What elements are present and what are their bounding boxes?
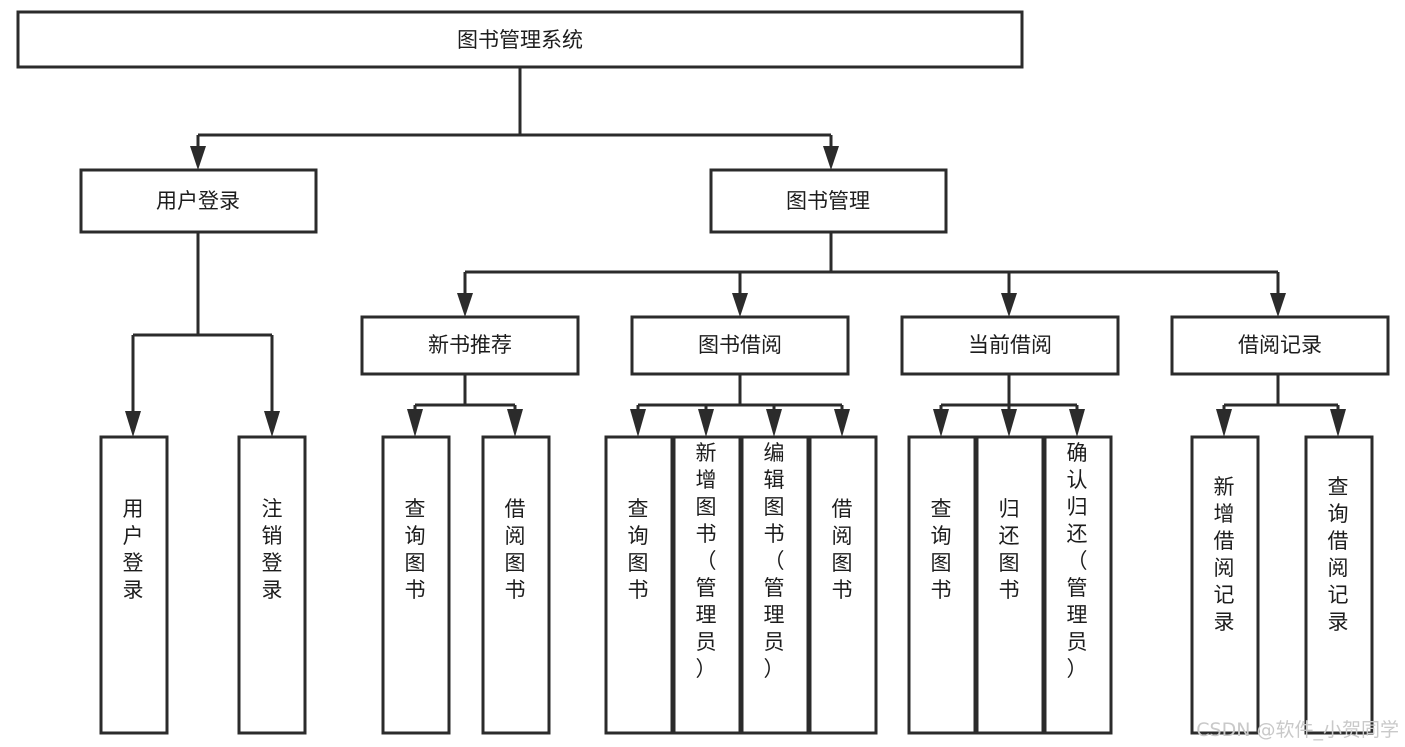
leaf-current-borrow-return[interactable]: 归还图书 [975,435,1045,735]
node-root-label: 图书管理系统 [457,28,583,52]
leaf-new-book-query-label: 查询图书 [405,497,426,602]
leaf-book-borrow-query-label: 查询图书 [628,497,649,602]
arrowhead-book-borrow-leaf1 [630,409,646,437]
leaf-borrow-record-query-box [1304,435,1374,735]
leaf-book-borrow-add[interactable]: 新增图书（管理员） [672,435,742,735]
arrowhead-book-management [823,146,839,170]
node-book-borrow-label: 图书借阅 [698,333,782,357]
leaf-book-borrow-edit-label: 编辑图书（管理员） [764,441,785,681]
arrowhead-book-borrow-leaf2 [698,409,714,437]
leaf-new-book-borrow-box [481,435,551,735]
leaf-borrow-record-query[interactable]: 查询借阅记录 [1304,435,1374,735]
node-new-book-recommend-box [360,315,580,376]
leaf-user-login-login-box [99,435,169,735]
arrowhead-borrow-record [1270,293,1286,317]
leaf-new-book-query[interactable]: 查询图书 [381,435,451,735]
arrowhead-current-borrow-leaf3 [1069,409,1085,437]
leaf-book-borrow-edit-box [740,435,810,735]
leaf-current-borrow-return-label: 归还图书 [999,497,1020,602]
arrowhead-book-borrow [732,293,748,317]
leaf-book-borrow-add-label: 新增图书（管理员） [696,441,717,681]
leaf-new-book-query-box [381,435,451,735]
arrowhead-book-borrow-leaf3 [766,409,782,437]
node-book-borrow-box [630,315,850,376]
leaf-borrow-record-add[interactable]: 新增借阅记录 [1190,435,1260,735]
leaf-new-book-borrow-label: 借阅图书 [505,497,526,602]
leaf-book-borrow-borrow-box [808,435,878,735]
leaf-book-borrow-add-box [672,435,742,735]
leaf-current-borrow-confirm[interactable]: 确认归还（管理员） [1043,435,1113,735]
arrowhead-new-book [457,293,473,317]
node-book-management[interactable]: 图书管理 [709,168,948,234]
connector-layer [125,67,1346,437]
node-borrow-record[interactable]: 借阅记录 [1170,315,1390,376]
leaf-current-borrow-query[interactable]: 查询图书 [907,435,977,735]
arrowhead-borrow-record-leaf1 [1216,409,1232,437]
leaf-current-borrow-confirm-box [1043,435,1113,735]
node-current-borrow-label: 当前借阅 [968,333,1052,357]
leaf-user-login-logout-box [237,435,307,735]
node-new-book-recommend-label: 新书推荐 [428,333,512,357]
arrowhead-new-book-leaf2 [507,409,523,437]
leaf-user-login-login[interactable]: 用户登录 [99,435,169,735]
csdn-watermark: CSDN @软件_小贺同学 [1196,719,1399,741]
node-borrow-record-box [1170,315,1390,376]
arrowhead-user-login-leaf2 [264,411,280,437]
node-root-box [16,10,1024,69]
arrowhead-new-book-leaf1 [407,409,423,437]
node-book-management-label: 图书管理 [786,189,870,213]
leaf-new-book-borrow[interactable]: 借阅图书 [481,435,551,735]
leaf-book-borrow-borrow[interactable]: 借阅图书 [808,435,878,735]
node-user-login-box [79,168,318,234]
arrowhead-user-login [190,146,206,170]
leaf-current-borrow-confirm-label: 确认归还（管理员） [1067,441,1088,681]
leaf-current-borrow-query-box [907,435,977,735]
leaf-current-borrow-return-box [975,435,1045,735]
leaf-user-login-logout-label: 注销登录 [262,497,283,602]
arrowhead-current-borrow-leaf1 [933,409,949,437]
node-current-borrow-box [900,315,1120,376]
node-user-login[interactable]: 用户登录 [79,168,318,234]
node-book-borrow[interactable]: 图书借阅 [630,315,850,376]
leaf-book-borrow-edit[interactable]: 编辑图书（管理员） [740,435,810,735]
leaf-borrow-record-add-box [1190,435,1260,735]
arrowhead-current-borrow-leaf2 [1001,409,1017,437]
arrowhead-book-borrow-leaf4 [834,409,850,437]
node-user-login-label: 用户登录 [156,189,240,213]
node-borrow-record-label: 借阅记录 [1238,333,1322,357]
leaf-book-borrow-borrow-label: 借阅图书 [832,497,853,602]
node-current-borrow[interactable]: 当前借阅 [900,315,1120,376]
node-book-management-box [709,168,948,234]
leaf-current-borrow-query-label: 查询图书 [931,497,952,602]
leaf-book-borrow-query[interactable]: 查询图书 [604,435,674,735]
leaf-borrow-record-add-label: 新增借阅记录 [1214,475,1235,634]
leaf-borrow-record-query-label: 查询借阅记录 [1328,475,1349,634]
leaf-user-login-logout[interactable]: 注销登录 [237,435,307,735]
arrowhead-current-borrow [1001,293,1017,317]
node-new-book-recommend[interactable]: 新书推荐 [360,315,580,376]
leaf-book-borrow-query-box [604,435,674,735]
arrowhead-borrow-record-leaf2 [1330,409,1346,437]
arrowhead-user-login-leaf1 [125,411,141,437]
leaf-user-login-login-label: 用户登录 [123,497,144,602]
node-root-book-management-system[interactable]: 图书管理系统 [16,10,1024,69]
